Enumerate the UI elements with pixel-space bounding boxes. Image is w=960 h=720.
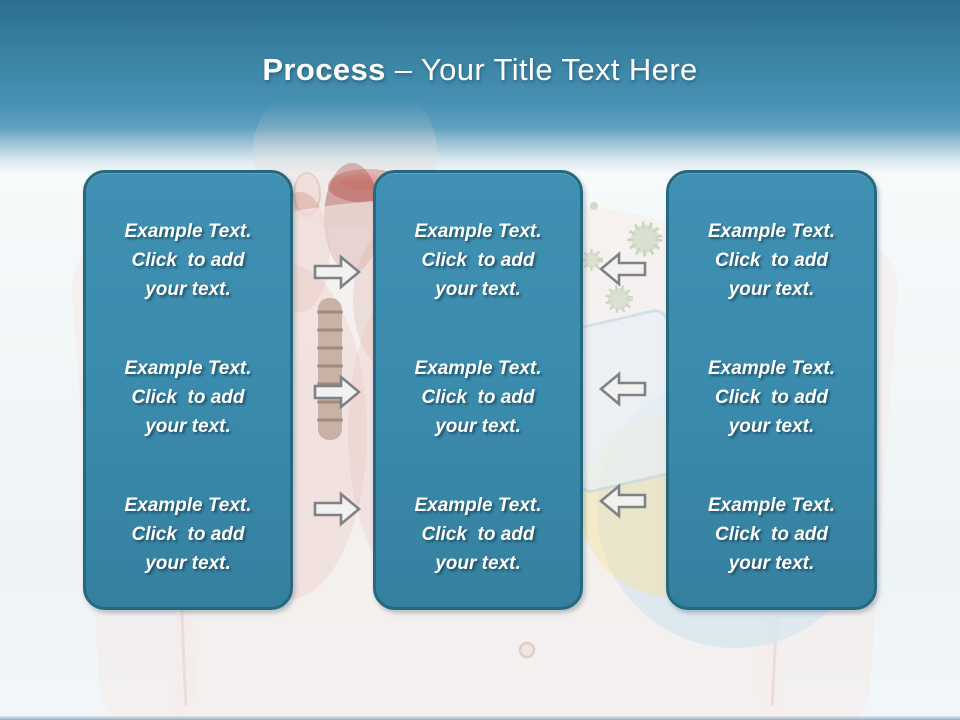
virus-dot-icon — [590, 202, 598, 210]
arrow-right-icon[interactable] — [312, 252, 362, 292]
virus-icon — [627, 221, 663, 257]
arrow-left-icon[interactable] — [598, 369, 648, 409]
process-box-right[interactable]: Example Text. Click to add your text. Ex… — [666, 170, 877, 610]
bottom-accent-bar — [0, 716, 960, 720]
box-paragraph: Example Text. Click to add your text. — [707, 221, 836, 300]
arrow-right-icon[interactable] — [312, 489, 362, 529]
process-box-middle[interactable]: Example Text. Click to add your text. Ex… — [373, 170, 583, 610]
arrow-right-icon[interactable] — [312, 372, 362, 412]
virus-icon — [605, 285, 633, 313]
box-paragraph: Example Text. Click to add your text. — [414, 221, 542, 300]
arrow-left-icon[interactable] — [598, 481, 648, 521]
virus-icon — [581, 249, 603, 271]
title-bar — [0, 0, 960, 172]
box-paragraph: Example Text. Click to add your text. — [124, 221, 252, 300]
box-paragraph: Example Text. Click to add your text. — [707, 495, 836, 574]
box-paragraph: Example Text. Click to add your text. — [124, 358, 252, 437]
arrow-left-icon[interactable] — [598, 249, 648, 289]
box-paragraph: Example Text. Click to add your text. — [707, 358, 836, 437]
box-paragraph: Example Text. Click to add your text. — [414, 358, 542, 437]
slide-title[interactable]: Process – Your Title Text Here — [0, 52, 960, 88]
box-paragraph: Example Text. Click to add your text. — [124, 495, 252, 574]
title-text: – Your Title Text Here — [385, 52, 698, 87]
box-paragraph: Example Text. Click to add your text. — [414, 495, 542, 574]
process-box-left[interactable]: Example Text. Click to add your text. Ex… — [83, 170, 293, 610]
title-keyword: Process — [262, 52, 386, 87]
